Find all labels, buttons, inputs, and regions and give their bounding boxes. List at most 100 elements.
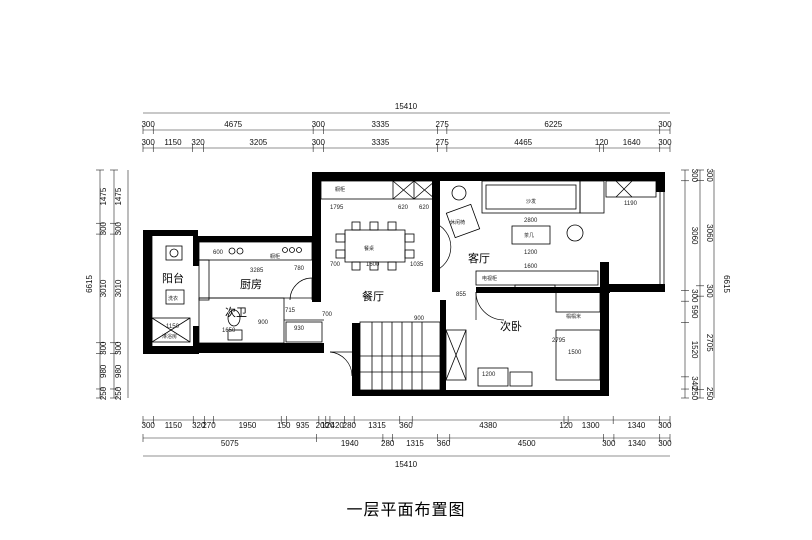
bottom-row1-label: 1300 — [582, 421, 600, 430]
left-inner-label: 3010 — [114, 279, 123, 297]
label-cabinet-a: 橱柜 — [335, 186, 345, 193]
bottom-row1-label: 4380 — [479, 421, 497, 430]
bottom-row1-label: 300 — [142, 421, 156, 430]
right-inner-label: 300 — [690, 289, 699, 303]
dim-cab-620a: 620 — [398, 205, 409, 211]
right-total-dim: 6615 — [722, 275, 731, 293]
dim-bath-900: 900 — [258, 320, 269, 326]
dim-kitchen-780: 780 — [294, 266, 305, 272]
dim-dining-700: 700 — [330, 262, 341, 268]
bottom-row2-label: 1340 — [628, 439, 646, 448]
room-living: 客厅 — [468, 251, 490, 265]
label-cabinet-b: 橱柜 — [270, 253, 280, 260]
bottom-row1-label: 280 — [343, 421, 357, 430]
top-total-dim: 15410 — [395, 102, 418, 111]
left-outer-label: 1475 — [99, 187, 108, 205]
bottom-row1-label: 320 — [192, 421, 206, 430]
dim-kitchen-600: 600 — [213, 250, 224, 256]
label-bed-cabinet: 榻榻米 — [566, 313, 581, 320]
dim-bath-1150: 1150 — [166, 324, 180, 330]
top-row1-label: 300 — [658, 120, 672, 129]
dim-stair-900: 900 — [414, 316, 425, 322]
right-inner-label: 3060 — [690, 227, 699, 245]
bottom-row2-label: 4500 — [518, 439, 536, 448]
bottom-row2-label: 360 — [437, 439, 451, 448]
room-bath: 次卫 — [225, 305, 247, 319]
right-outer-label: 3060 — [705, 224, 714, 242]
top-row1-label: 300 — [312, 120, 326, 129]
dim-dining-1035: 1035 — [410, 262, 424, 268]
dim-bed-1500: 1500 — [568, 350, 582, 356]
dim-bed-1200: 1200 — [482, 372, 496, 378]
left-outer-label: 980 — [99, 364, 108, 378]
left-outer-label: 300 — [99, 341, 108, 355]
left-total-dim: 6615 — [85, 275, 94, 293]
label-tv-cabinet: 电视柜 — [482, 275, 497, 282]
bottom-total-dim: 15410 — [395, 460, 418, 469]
top-row2-label: 1150 — [164, 138, 182, 147]
room-kitchen: 厨房 — [240, 278, 262, 291]
left-outer-label: 3010 — [99, 279, 108, 297]
left-ticks — [96, 169, 118, 399]
top-row2-label: 320 — [191, 138, 205, 147]
left-inner-label: 300 — [114, 221, 123, 235]
bottom-row1-label: 300 — [658, 421, 672, 430]
right-inner-label: 1520 — [690, 341, 699, 359]
dim-cab-1795: 1795 — [330, 205, 344, 211]
label-leisure-chair: 休闲椅 — [450, 219, 465, 226]
bottom-row1-label: 935 — [296, 421, 310, 430]
dim-cab-620b: 620 — [419, 205, 430, 211]
left-inner-label: 980 — [114, 364, 123, 378]
right-outer-label: 250 — [705, 387, 714, 401]
dim-dining-1600: 1600 — [366, 262, 380, 268]
right-inner-label: 590 — [690, 305, 699, 319]
top-row1-label: 4675 — [224, 120, 242, 129]
doors — [289, 221, 505, 377]
label-sofa: 沙发 — [526, 198, 536, 205]
bottom-row2-label: 280 — [381, 439, 395, 448]
dim-bed-2795: 2795 — [552, 338, 566, 344]
label-shower: 淋浴房 — [162, 333, 177, 340]
walls — [143, 172, 665, 396]
dim-kitchen-len: 3285 — [250, 268, 264, 274]
top-row2-label: 4465 — [514, 138, 532, 147]
dim-living-1190: 1190 — [624, 201, 638, 207]
room-balcony: 阳台 — [162, 271, 184, 285]
top-row2-label: 300 — [141, 138, 155, 147]
dim-living-1200: 1200 — [524, 250, 538, 256]
label-dining-table: 餐桌 — [364, 245, 374, 252]
room-dining: 餐厅 — [362, 289, 384, 303]
bottom-row1-label: 1315 — [368, 421, 386, 430]
top-row2-label: 1640 — [623, 138, 641, 147]
top-row2-label: 3335 — [372, 138, 390, 147]
partitions — [147, 180, 665, 391]
right-inner-label: 250 — [690, 387, 699, 401]
bottom-row2-label: 300 — [658, 439, 672, 448]
top-row1-label: 275 — [435, 120, 449, 129]
right-ticks — [681, 169, 704, 399]
bottom-row1-label: 120 — [559, 421, 573, 430]
label-wash: 洗衣 — [168, 295, 178, 302]
bottom-dimensions — [143, 419, 670, 457]
left-inner-label: 300 — [114, 341, 123, 355]
dim-bath-715: 715 — [285, 308, 296, 314]
top-row2-label: 275 — [435, 138, 449, 147]
right-outer-label: 300 — [705, 168, 714, 182]
left-inner-label: 250 — [114, 386, 123, 400]
top-row2-label: 300 — [658, 138, 672, 147]
bottom-row2-ticks — [142, 434, 671, 442]
top-row1-label: 6225 — [544, 120, 562, 129]
bottom-row1-label: 1950 — [239, 421, 257, 430]
dim-living-1600: 1600 — [524, 264, 538, 270]
top-dimensions — [143, 112, 670, 149]
top-row2-label: 120 — [595, 138, 609, 147]
